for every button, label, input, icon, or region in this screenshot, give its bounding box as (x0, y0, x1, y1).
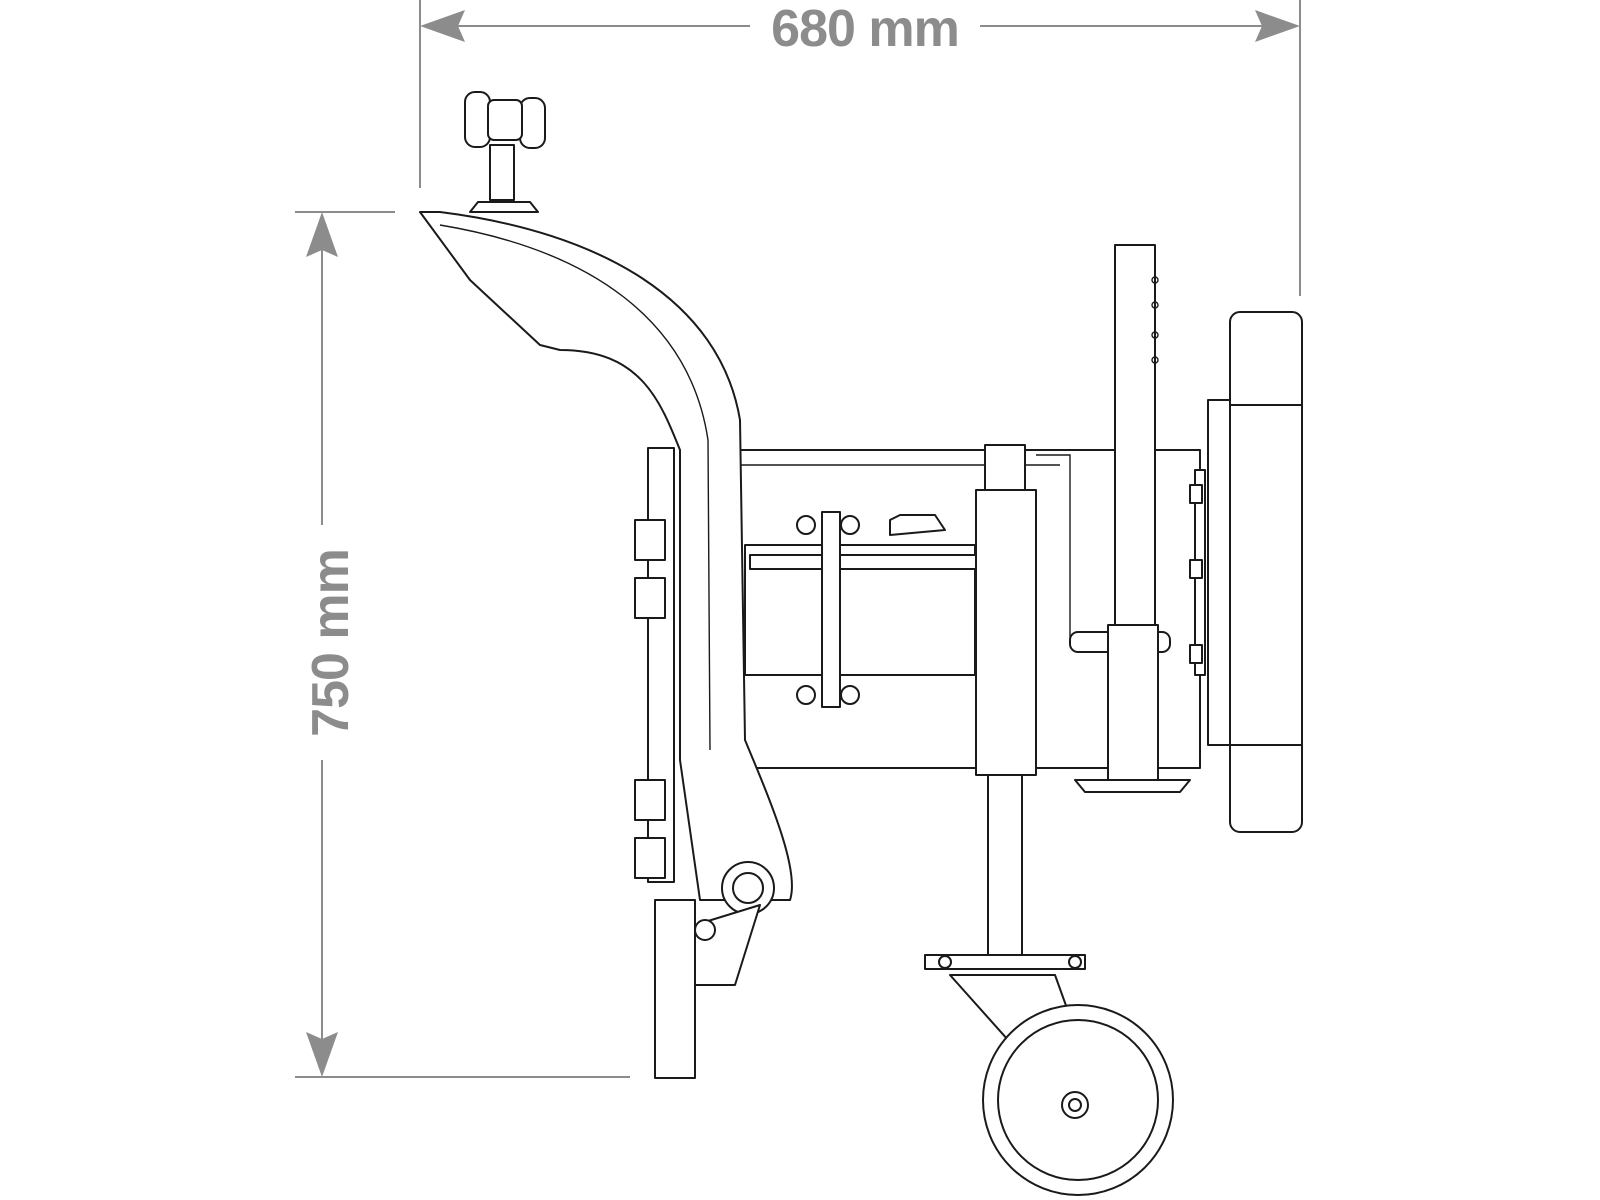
height-dimension: 750 mm (295, 211, 630, 1078)
machine-side-view (419, 91, 1303, 1196)
width-label: 680 mm (771, 0, 959, 58)
width-dimension: 680 mm (419, 0, 1301, 296)
height-label: 750 mm (302, 549, 360, 737)
